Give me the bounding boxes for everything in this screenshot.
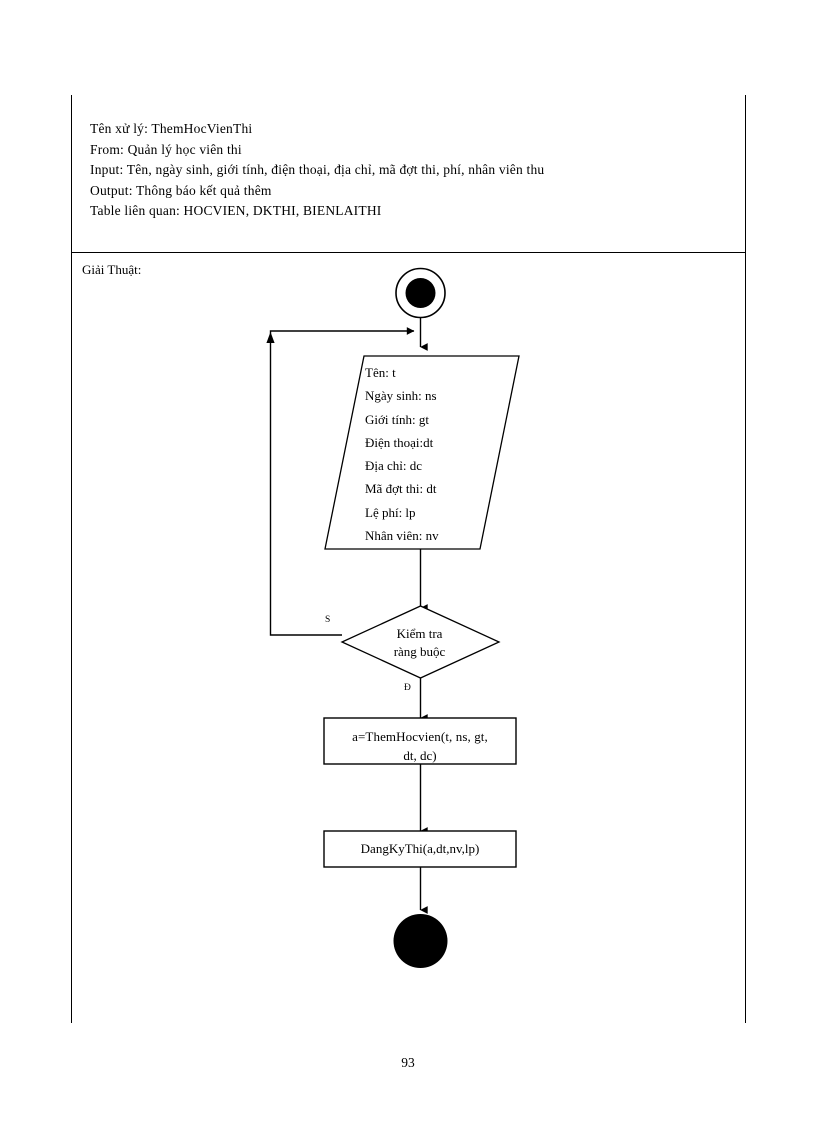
input-field-gioitinh: Giới tính: gt — [365, 411, 429, 427]
frame-divider-rule — [71, 252, 746, 253]
input-field-madotthi: Mã đợt thi: dt — [365, 481, 437, 497]
decision-text-line1: Kiểm tra — [396, 626, 443, 641]
process1-text-line1: a=ThemHocvien(t, ns, gt, — [352, 729, 488, 744]
loop-up-arrowhead — [266, 332, 275, 343]
input-field-diachi: Địa chỉ: dc — [365, 458, 423, 474]
end-node — [393, 914, 448, 968]
process-descriptor-block: Tên xử lý: ThemHocVienThi From: Quản lý … — [90, 119, 720, 222]
edge-loop-back — [269, 327, 415, 636]
algorithm-section-label: Giải Thuật: — [82, 262, 142, 277]
process2-text-line1: DangKyThi(a,dt,nv,lp) — [360, 841, 480, 856]
descriptor-line-tables: Table liên quan: HOCVIEN, DKTHI, BIENLAI… — [90, 203, 382, 218]
input-field-ngaysinh: Ngày sinh: ns — [365, 388, 437, 404]
decision-text-line2: ràng buộc — [393, 644, 446, 659]
input-field-lephi: Lệ phí: lp — [365, 504, 416, 520]
descriptor-line-name: Tên xử lý: ThemHocVienThi — [90, 121, 253, 136]
decision-node-text: Kiểm tra ràng buộc — [357, 625, 482, 661]
input-field-nhanvien: Nhân viên: nv — [365, 528, 439, 544]
descriptor-line-input: Input: Tên, ngày sinh, giới tính, điện t… — [90, 162, 545, 177]
branch-label-false: S — [325, 615, 331, 625]
branch-label-true: Đ — [404, 683, 411, 693]
process1-node-text: a=ThemHocvien(t, ns, gt, dt, dc) — [327, 727, 513, 765]
process2-node-text: DangKyThi(a,dt,nv,lp) — [327, 839, 513, 858]
start-node — [395, 267, 446, 319]
descriptor-line-output: Output: Thông báo kết quả thêm — [90, 182, 272, 198]
descriptor-line-from: From: Quản lý học viên thi — [90, 141, 242, 157]
input-field-dienthoai: Điện thoại:dt — [365, 434, 434, 450]
input-field-ten: Tên: t — [365, 365, 396, 380]
input-node-shape — [324, 355, 520, 550]
frame-left-rule — [71, 95, 72, 1023]
process1-text-line2: dt, dc) — [403, 748, 437, 763]
page-number: 93 — [401, 1055, 415, 1070]
process2-node-shape — [323, 830, 517, 868]
input-node-text: Tên: t Ngày sinh: ns Giới tính: gt Điện … — [365, 361, 525, 547]
frame-right-rule — [745, 95, 746, 1023]
process1-node-shape — [323, 717, 517, 765]
